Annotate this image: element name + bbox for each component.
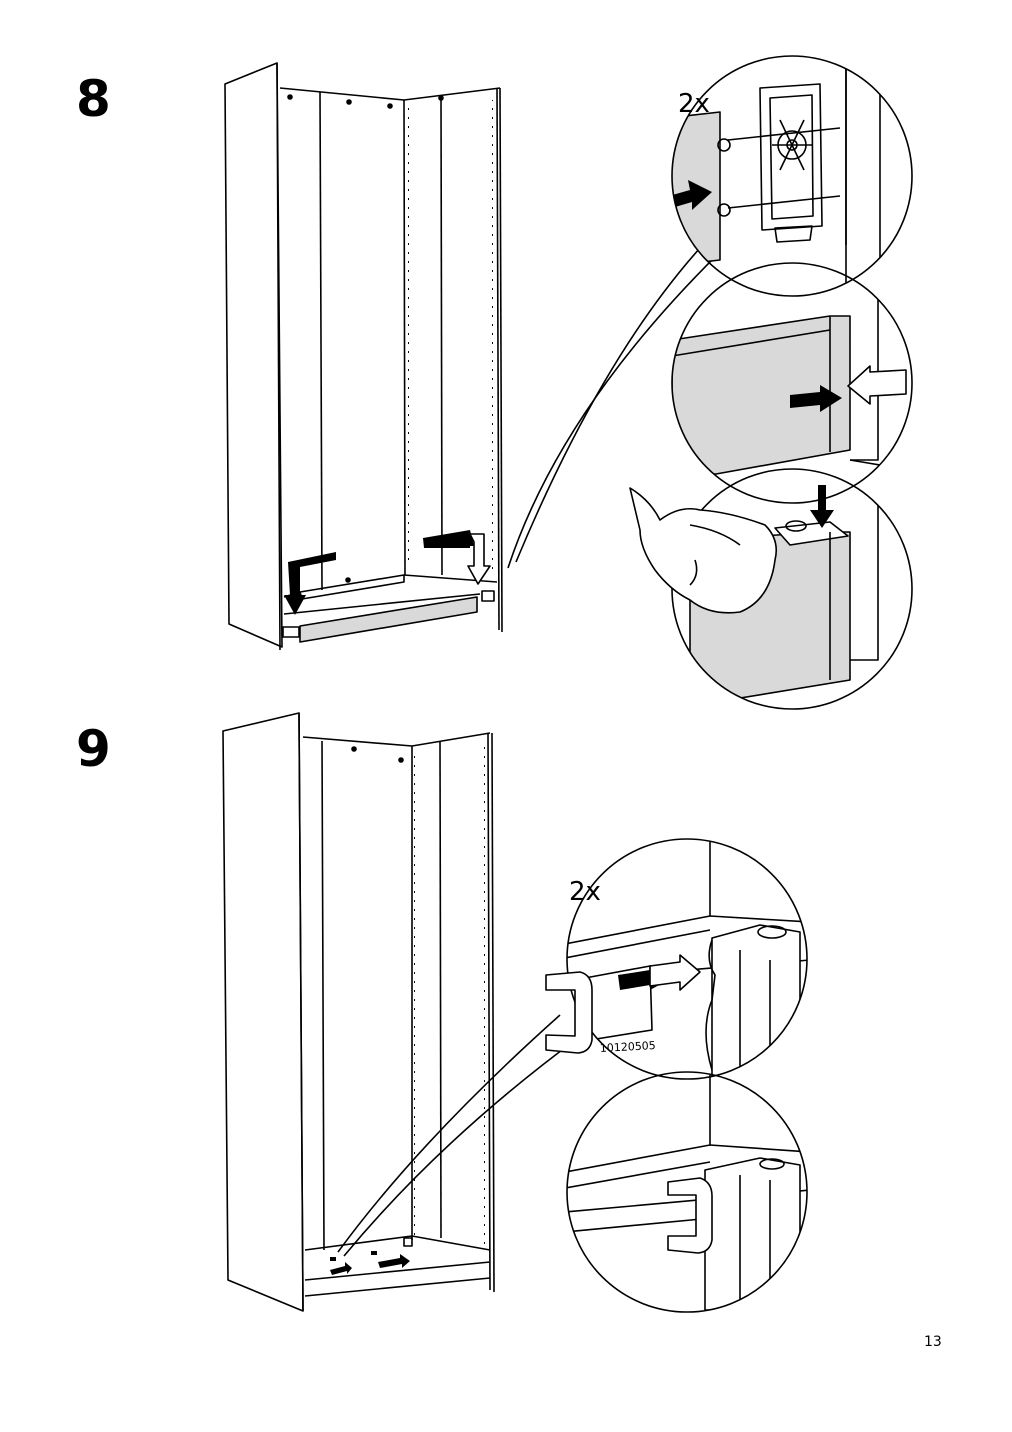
step-8-number: 8 — [76, 70, 111, 128]
step-9-number: 9 — [76, 720, 111, 778]
detail-2-insert-board-icon — [672, 269, 911, 475]
part-number-label: 10120505 — [599, 1039, 656, 1055]
clip-part-icon — [545, 971, 593, 1054]
step-8-cabinet-icon — [224, 62, 503, 651]
page-number: 13 — [924, 1334, 942, 1350]
step-9-cabinet-icon — [222, 712, 495, 1312]
step-8-quantity-label: 2x — [678, 89, 710, 119]
step-9-quantity-label: 2x — [569, 877, 601, 907]
detail-5-clip-installed-icon — [567, 1075, 807, 1311]
hand-icon — [629, 487, 778, 614]
detail-1-leg-bracket-icon — [672, 56, 881, 296]
